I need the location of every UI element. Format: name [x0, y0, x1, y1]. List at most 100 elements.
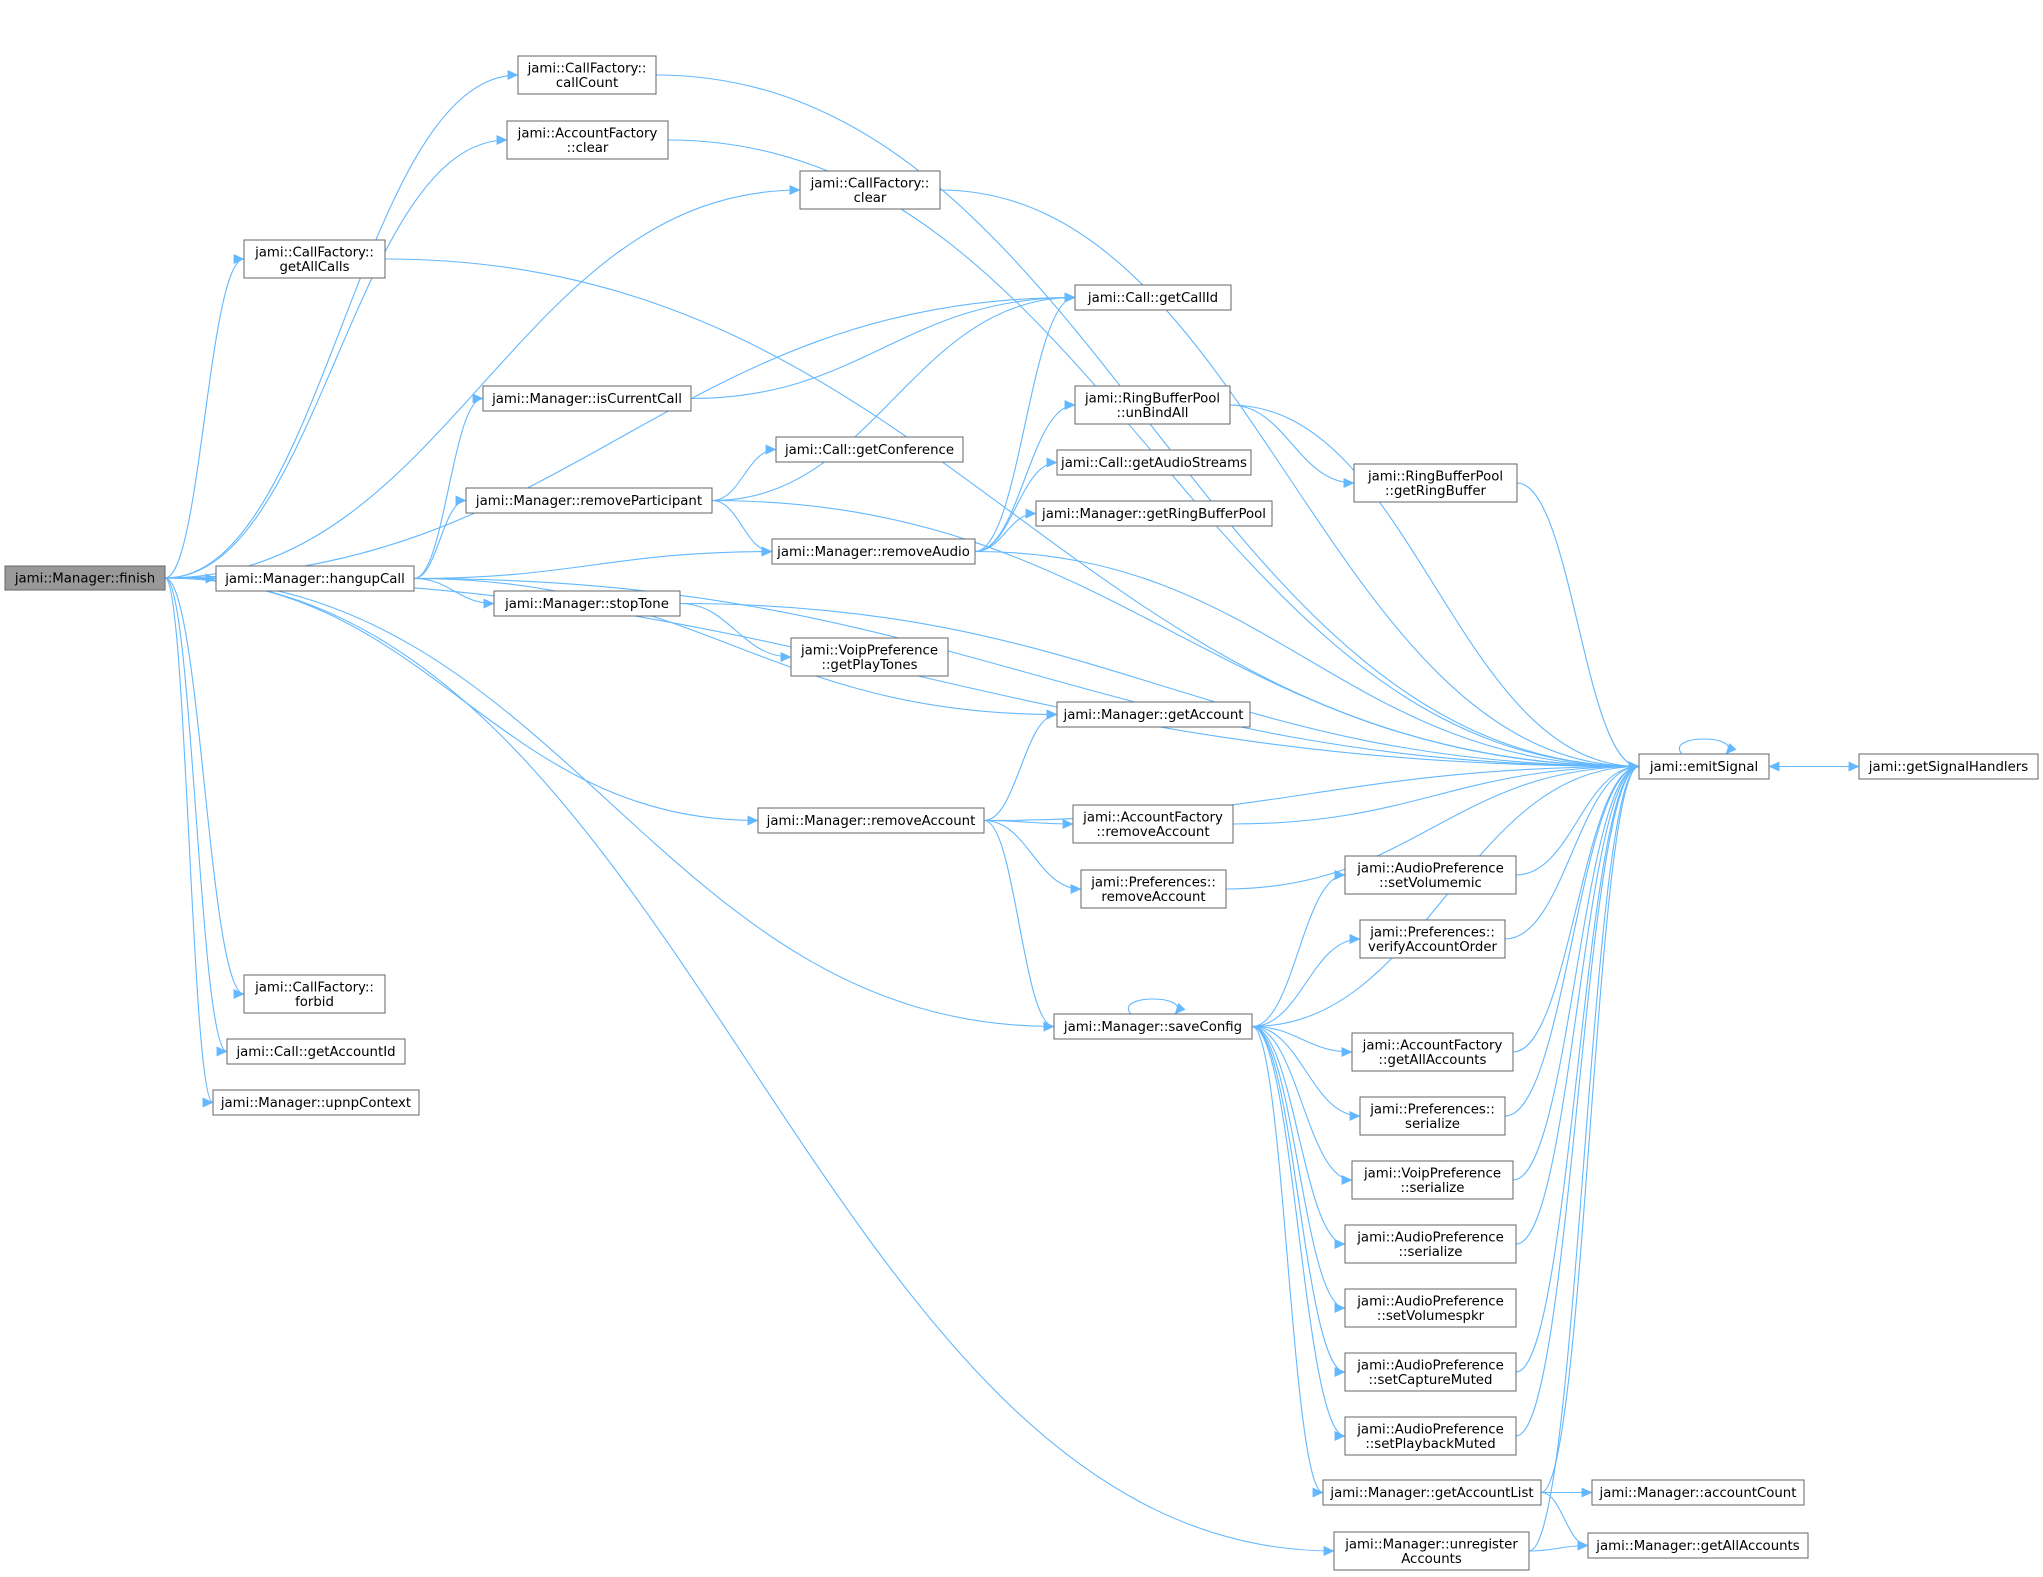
node-box: [4, 565, 166, 591]
node-hangupCall[interactable]: jami::Manager::hangupCall: [215, 565, 415, 592]
node-label: jami::Manager::finish: [14, 572, 155, 587]
edge-setPlaybackMuted-to-emitSignal: [1515, 761, 1640, 1437]
node-verifyAccountOrder[interactable]: jami::Preferences::verifyAccountOrder: [1359, 919, 1506, 959]
node-box: [1072, 804, 1234, 844]
node-label: ::clear: [567, 141, 609, 156]
node-getAccountList[interactable]: jami::Manager::getAccountList: [1322, 1479, 1542, 1506]
edge-isCurrentCall-to-getCallId: [690, 292, 1076, 400]
node-label: jami::Manager::stopTone: [504, 597, 669, 612]
node-removeAudio[interactable]: jami::Manager::removeAudio: [771, 538, 976, 565]
edge-saveConfig-to-setVolumespkr: [1251, 1025, 1346, 1313]
node-stopTone[interactable]: jami::Manager::stopTone: [493, 590, 681, 617]
node-saveConfig[interactable]: jami::Manager::saveConfig: [1053, 1013, 1253, 1040]
node-accountCount[interactable]: jami::Manager::accountCount: [1591, 1479, 1805, 1506]
node-label: jami::Manager::unregister: [1344, 1537, 1518, 1552]
node-finish[interactable]: jami::Manager::finish: [4, 565, 166, 591]
nodes-layer: jami::Manager::finishjami::CallFactory::…: [4, 55, 2039, 1571]
node-upnpContext[interactable]: jami::Manager::upnpContext: [212, 1089, 420, 1116]
node-box: [215, 565, 415, 592]
node-label: callCount: [556, 76, 618, 91]
node-box: [1353, 463, 1518, 503]
node-box: [506, 120, 669, 160]
edge-removeAccount-to-prefRemoveAccount: [983, 819, 1082, 894]
edge-removeParticipant-to-getConference: [711, 444, 777, 502]
edge-saveConfig-to-emitSignal: [1251, 761, 1640, 1028]
node-label: jami::Manager::removeAudio: [776, 545, 970, 560]
node-box: [243, 974, 386, 1014]
node-label: removeAccount: [1101, 890, 1205, 905]
edge-saveConfig-to-afGetAllAccounts: [1251, 1025, 1353, 1057]
node-label: jami::AudioPreference: [1356, 1422, 1504, 1437]
node-label: ::setVolumespkr: [1377, 1309, 1485, 1324]
node-callClear[interactable]: jami::CallFactory::clear: [799, 170, 941, 210]
edge-saveConfig-to-voipSerialize: [1251, 1025, 1353, 1185]
node-getAudioStreams[interactable]: jami::Call::getAudioStreams: [1056, 449, 1252, 476]
edge-unBindAll-to-getRingBuffer: [1229, 404, 1355, 488]
edge-saveConfig-to-audioSerialize: [1251, 1025, 1346, 1249]
node-box: [1587, 1532, 1809, 1559]
node-label: ::getAllAccounts: [1379, 1053, 1487, 1068]
node-label: ::getPlayTones: [821, 658, 917, 673]
node-emitSignal[interactable]: jami::emitSignal: [1638, 753, 1770, 780]
node-getCallId[interactable]: jami::Call::getCallId: [1074, 284, 1232, 311]
node-setVolumemic[interactable]: jami::AudioPreference::setVolumemic: [1344, 855, 1517, 895]
edge-removeAudio-to-getRingBufferPool: [974, 508, 1037, 553]
node-box: [790, 637, 949, 677]
edge-voipSerialize-to-emitSignal: [1512, 761, 1640, 1181]
node-label: ::getRingBuffer: [1385, 484, 1486, 499]
node-afGetAllAccounts[interactable]: jami::AccountFactory::getAllAccounts: [1351, 1032, 1514, 1072]
node-setPlaybackMuted[interactable]: jami::AudioPreference::setPlaybackMuted: [1344, 1416, 1517, 1456]
node-isCurrentCall[interactable]: jami::Manager::isCurrentCall: [482, 385, 692, 412]
node-getRingBuffer[interactable]: jami::RingBufferPool::getRingBuffer: [1353, 463, 1518, 503]
node-audioSerialize[interactable]: jami::AudioPreference::serialize: [1344, 1224, 1517, 1264]
node-box: [482, 385, 692, 412]
edge-saveConfig-to-verifyAccountOrder: [1251, 934, 1361, 1028]
node-box: [517, 55, 657, 95]
node-box: [212, 1089, 420, 1116]
node-box: [1053, 1013, 1253, 1040]
node-label: getAllCalls: [279, 260, 349, 275]
node-prefRemoveAccount[interactable]: jami::Preferences::removeAccount: [1080, 869, 1227, 909]
edge-saveConfig-to-setVolumemic: [1251, 870, 1346, 1028]
node-voipSerialize[interactable]: jami::VoipPreference::serialize: [1351, 1160, 1514, 1200]
edge-removeAccount-to-saveConfig: [983, 819, 1055, 1032]
node-label: jami::CallFactory::: [254, 980, 374, 995]
edge-finish-to-callCount: [164, 70, 519, 579]
node-getConference[interactable]: jami::Call::getConference: [775, 436, 964, 463]
node-forbid[interactable]: jami::CallFactory::forbid: [243, 974, 386, 1014]
node-getAllCalls[interactable]: jami::CallFactory::getAllCalls: [243, 239, 386, 279]
node-label: ::setCaptureMuted: [1369, 1373, 1493, 1388]
node-label: jami::emitSignal: [1649, 760, 1758, 775]
node-getAccountId[interactable]: jami::Call::getAccountId: [226, 1038, 406, 1065]
node-getAllAccounts[interactable]: jami::Manager::getAllAccounts: [1587, 1532, 1809, 1559]
node-setCaptureMuted[interactable]: jami::AudioPreference::setCaptureMuted: [1344, 1352, 1517, 1392]
edge-saveConfig-to-saveConfig: [1127, 998, 1186, 1015]
edge-saveConfig-to-getAccountList: [1251, 1025, 1324, 1498]
node-label: jami::Call::getAudioStreams: [1060, 456, 1247, 471]
node-box: [1074, 284, 1232, 311]
node-getRingBufferPool[interactable]: jami::Manager::getRingBufferPool: [1035, 500, 1273, 527]
edge-saveConfig-to-setPlaybackMuted: [1251, 1025, 1346, 1441]
node-box: [493, 590, 681, 617]
node-label: jami::RingBufferPool: [1084, 391, 1220, 406]
node-getAccount[interactable]: jami::Manager::getAccount: [1056, 701, 1251, 728]
node-removeAccount[interactable]: jami::Manager::removeAccount: [757, 807, 985, 834]
node-getPlayTones[interactable]: jami::VoipPreference::getPlayTones: [790, 637, 949, 677]
node-prefSerialize[interactable]: jami::Preferences::serialize: [1359, 1096, 1506, 1136]
node-box: [1351, 1160, 1514, 1200]
node-box: [1035, 500, 1273, 527]
node-accClear[interactable]: jami::AccountFactory::clear: [506, 120, 669, 160]
node-getSignalHandlers[interactable]: jami::getSignalHandlers: [1858, 753, 2039, 780]
node-unBindAll[interactable]: jami::RingBufferPool::unBindAll: [1074, 385, 1231, 425]
node-removeParticipant[interactable]: jami::Manager::removeParticipant: [465, 487, 713, 514]
node-label: jami::VoipPreference: [800, 643, 938, 658]
node-afRemoveAccount[interactable]: jami::AccountFactory::removeAccount: [1072, 804, 1234, 844]
edge-removeAudio-to-getAudioStreams: [974, 457, 1058, 553]
node-label: jami::Manager::upnpContext: [220, 1096, 411, 1111]
node-setVolumespkr[interactable]: jami::AudioPreference::setVolumespkr: [1344, 1288, 1517, 1328]
node-callCount[interactable]: jami::CallFactory::callCount: [517, 55, 657, 95]
node-label: jami::Preferences::: [1369, 925, 1495, 940]
node-box: [771, 538, 976, 565]
